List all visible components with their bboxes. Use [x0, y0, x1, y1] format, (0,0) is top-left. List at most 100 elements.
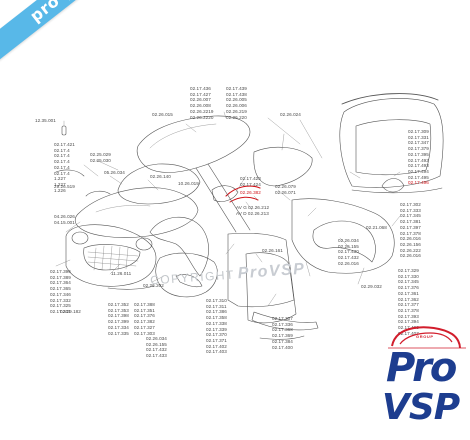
- part-number-label: 02.17.334: [108, 324, 129, 330]
- part-number-label: 02.26.220: [226, 114, 247, 120]
- bonnet: [74, 187, 199, 238]
- tailgate: [339, 98, 444, 188]
- part-number-label: 02.17.369: [272, 333, 293, 339]
- label-12-35-001: 12.35.001: [35, 118, 56, 124]
- label-text: 02.29.182: [60, 309, 81, 314]
- part-number-label: 02.26.016: [400, 253, 421, 259]
- part-number-label: 02.26.2219: [190, 108, 214, 114]
- part-number-label: 02.17.4: [54, 159, 70, 165]
- part-number-label: 02.17.329: [398, 268, 419, 273]
- part-number-label: 02.17.384: [272, 338, 293, 344]
- part-number-label: 02.17.361: [398, 290, 419, 296]
- label-text: 11.26.011: [111, 271, 132, 276]
- part-number-label: 02.26.016: [400, 236, 421, 242]
- windscreen-frame: [117, 163, 201, 205]
- logo-vsp-text: VSP: [382, 387, 460, 428]
- part-number-label: 02.17.389: [50, 274, 71, 280]
- part-number-label: 02.17.433: [146, 353, 167, 359]
- part-number-label: 02.17.302: [400, 202, 421, 207]
- label-05-26-034: 05.26.034: [104, 170, 125, 176]
- part-number-label: 02.17.345: [400, 213, 421, 219]
- part-number-label: 04.15.001: [54, 219, 75, 225]
- label-text: 02.26.140: [150, 174, 171, 179]
- logo-group-text: GROUP: [416, 334, 434, 339]
- part-number-label: 02.17.494: [408, 168, 429, 174]
- part-number-label: 02.26.016: [338, 260, 359, 266]
- part-number-label: 02.26.2220: [190, 114, 214, 120]
- part-number-label: 02.17.338: [206, 320, 227, 326]
- part-number-label: 02.17.400: [272, 344, 293, 350]
- part-number-label: 02.17.345: [398, 279, 419, 285]
- part-number-label: 02.17.347: [408, 140, 429, 146]
- front-grille: [83, 244, 141, 271]
- label-text: 02.29.032: [361, 284, 382, 289]
- clip-icon: [61, 125, 67, 136]
- label-text: 02.26.382: [240, 190, 261, 195]
- part-number-label: 02.17.376: [134, 313, 155, 319]
- part-number-label: 02.17.331: [408, 134, 429, 140]
- part-number-label: 02.17.396: [50, 269, 71, 274]
- part-number-label: 02.17.307: [272, 316, 293, 321]
- part-number-label: 02.17.4: [54, 170, 70, 176]
- part-number-label: 02.17.332: [50, 297, 71, 303]
- part-number-label: 02.17.379: [408, 146, 429, 152]
- part-number-label: 02.26.222: [400, 247, 421, 253]
- part-number-label: 02.17.303: [134, 330, 155, 336]
- part-number-label: 02.17.439: [226, 86, 247, 91]
- part-number-label: 02.17.352: [108, 302, 129, 307]
- part-number-label: 02.17.432: [338, 255, 359, 261]
- part-number-label: 02.17.378: [398, 307, 419, 313]
- part-number-label: 02.17.432: [146, 347, 167, 353]
- part-number-label: 02.17.339: [206, 326, 227, 332]
- label-02-26-202: 02.26.202: [143, 283, 164, 289]
- part-number-label: 02.17.353: [108, 307, 129, 313]
- label-02-26-015: 02.26.015: [152, 112, 173, 118]
- label-02-21-068: 02.21.068: [366, 225, 387, 231]
- part-number-label: 02.17.333: [400, 207, 421, 213]
- part-number-label: 02.17.301: [50, 308, 71, 314]
- part-number-label: 02.17.310: [206, 298, 227, 303]
- part-number-label: 02.17.493: [408, 163, 429, 169]
- front-wing: [155, 252, 218, 298]
- front-wheel-arch: [149, 216, 209, 277]
- part-number-label: 02.17.365: [50, 286, 71, 292]
- spoiler: [341, 93, 439, 105]
- label-02-29-182: 02.29.182: [60, 309, 81, 315]
- part-number-label: 02.17.311: [206, 303, 227, 309]
- label-text: 05.26.034: [104, 170, 125, 175]
- part-number-label: 02.17.492: [408, 157, 429, 163]
- part-number-label: 02.17.368: [272, 327, 293, 333]
- part-number-label: 02.17.403: [398, 325, 419, 331]
- part-number-label: AV D 02.26.213: [236, 210, 269, 216]
- label-text: 02.26.015: [152, 112, 173, 117]
- label-29-26-519: 29.26.519: [54, 184, 75, 190]
- part-number-label: 02.17.395: [408, 151, 429, 157]
- front-bumper: [65, 224, 157, 287]
- part-number-label: 02.17.358: [206, 315, 227, 321]
- label-text: 10.26.019: [178, 181, 199, 186]
- part-number-label: 02.26.008: [190, 103, 211, 109]
- label-02-26-382-highlight: 02.26.382: [240, 190, 261, 196]
- rear-wheel-arch: [312, 220, 376, 263]
- part-number-label: 02.17.4: [54, 147, 70, 153]
- part-number-label: 02.17.327: [134, 324, 155, 330]
- label-text: 02.26.024: [280, 112, 301, 117]
- part-number-label: 02.17.381: [400, 219, 421, 225]
- part-number-label: 02.17.382: [134, 319, 155, 325]
- part-number-label: 02.17.309: [408, 129, 429, 134]
- part-number-label: 02.26.007: [190, 97, 211, 103]
- part-number-label: 02.26.034: [146, 336, 167, 341]
- part-number-label: 02.26.006: [226, 103, 247, 109]
- part-number-label: 02.17.495: [408, 174, 429, 180]
- roof-panel: [136, 115, 251, 173]
- part-number-label: 02.26.155: [338, 243, 359, 249]
